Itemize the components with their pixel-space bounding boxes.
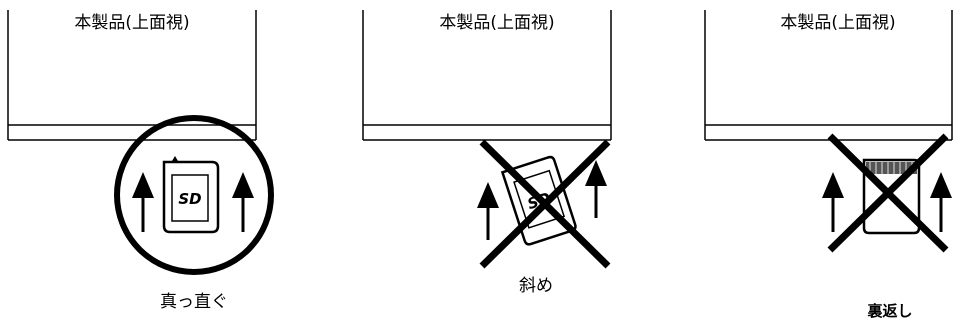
device-outline	[704, 10, 953, 141]
up-arrow-icon	[585, 160, 607, 218]
caption-straight: 真っ直ぐ	[160, 292, 228, 312]
panel-title: 本製品(上面視)	[439, 13, 555, 33]
ok-circle-icon	[114, 115, 274, 275]
panel-flipped	[704, 10, 953, 253]
sd-card-text: SD	[178, 190, 201, 208]
caption-oblique: 斜め	[519, 276, 553, 296]
panel-title: 本製品(上面視)	[74, 13, 190, 33]
caption-flipped: 裏返し	[867, 302, 913, 320]
panel-oblique	[362, 10, 612, 269]
up-arrow-icon	[477, 182, 499, 240]
panel-straight	[7, 10, 274, 275]
device-outline	[7, 10, 257, 141]
up-arrow-icon	[132, 172, 154, 232]
up-arrow-icon	[930, 172, 952, 232]
sd-card-icon	[162, 156, 220, 234]
up-arrow-icon	[232, 172, 254, 232]
device-outline	[362, 10, 612, 141]
up-arrow-icon	[822, 172, 844, 232]
ng-cross-icon	[479, 139, 611, 269]
panel-title: 本製品(上面視)	[780, 13, 896, 33]
ng-cross-icon	[827, 133, 949, 253]
